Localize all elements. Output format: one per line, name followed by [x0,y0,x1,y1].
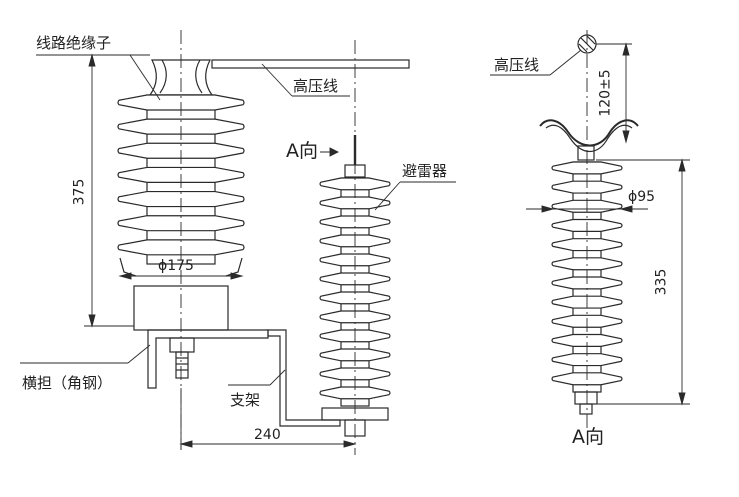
arrester-a-shed [551,257,623,271]
crossarm-angle [147,329,269,389]
label-hv-line-right: 高压线 [494,56,540,74]
insulator-bolt [169,337,195,379]
arrester-a-view [539,34,639,415]
arrester-a-shed [551,333,623,347]
label-hv-line-left: 高压线 [293,77,339,95]
arrester-a-shed [551,238,623,252]
arrester-a-shed [551,161,623,175]
label-arrester: 避雷器 [402,162,448,180]
dim-insulator-height: 375 [71,178,88,206]
label-line-insulator: 线路绝缘子 [36,34,112,52]
arrester-shed [319,177,391,191]
label-direction-a-bottom: A向 [572,426,604,448]
leader-lines [20,49,582,386]
dim-arrester-diameter: ϕ95 [628,189,656,205]
dim-horizontal-offset: 240 [254,427,281,443]
arrester-a-shed [551,353,623,367]
dim-arrester-height: 335 [653,268,670,296]
label-direction-a-top: A向 [286,140,318,162]
arrester-shed [319,272,391,286]
dimension-lines [84,42,690,450]
arrester-shed [319,386,391,400]
label-bracket: 支架 [230,391,261,409]
dim-clamp-height: 120±5 [597,69,614,117]
label-crossarm: 横担（角钢） [22,374,113,392]
arrester-shed [319,291,391,305]
bracket [267,329,341,427]
hv-line-left-bar [211,59,410,69]
arrester-left-view [319,135,391,437]
arrester-shed [319,367,391,381]
dim-insulator-diameter: ϕ175 [158,258,194,274]
